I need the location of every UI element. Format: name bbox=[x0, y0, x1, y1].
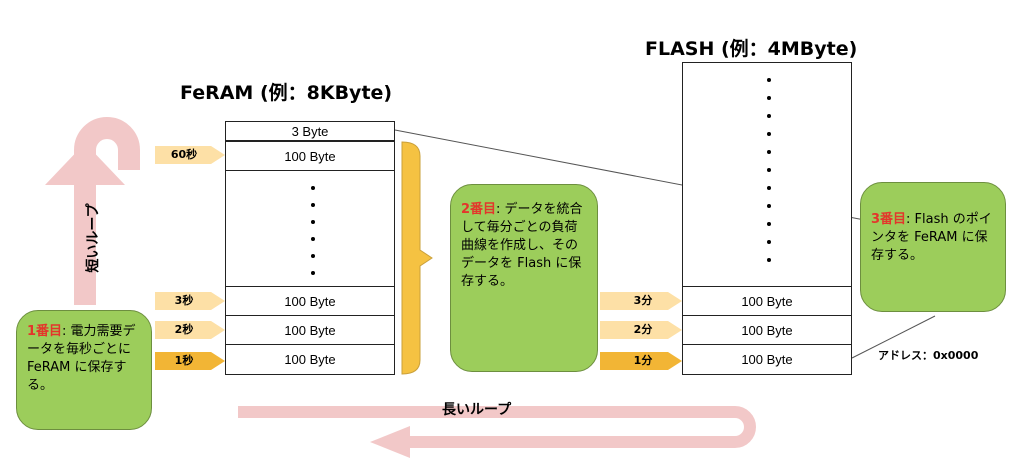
arrow-2s-label: 2秒 bbox=[174, 323, 194, 336]
ellipsis-dot bbox=[767, 132, 771, 136]
arrow-1m: 1分 bbox=[600, 352, 682, 370]
arrow-2m: 2分 bbox=[600, 321, 682, 339]
flash-cell-2m: 100 Byte bbox=[682, 315, 852, 345]
step1-highlight: 1番目 bbox=[27, 324, 63, 339]
long-loop-label: 長いループ bbox=[442, 402, 512, 418]
ellipsis-dot bbox=[767, 150, 771, 154]
ellipsis-dot bbox=[767, 168, 771, 172]
step3-note: 3番目: Flash のポインタを FeRAM に保存する。 bbox=[860, 182, 1006, 312]
arrow-3s-label: 3秒 bbox=[174, 294, 194, 307]
flash-cell-1m: 100 Byte bbox=[682, 344, 852, 375]
flash-cell-3m: 100 Byte bbox=[682, 286, 852, 316]
step1-text: : 電力需要データを毎秒ごとに FeRAM に保存する。 bbox=[27, 324, 136, 393]
ellipsis-dot bbox=[311, 220, 315, 224]
step2-note: 2番目: データを統合して毎分ごとの負荷曲線を作成し、そのデータを Flash … bbox=[450, 184, 598, 372]
ellipsis-dot bbox=[767, 96, 771, 100]
address-line bbox=[851, 315, 936, 359]
arrow-3m-label: 3分 bbox=[633, 294, 653, 307]
arrow-2m-label: 2分 bbox=[633, 323, 653, 336]
arrow-3s: 3秒 bbox=[155, 292, 225, 310]
integration-brace bbox=[401, 141, 433, 375]
ellipsis-dot bbox=[767, 186, 771, 190]
step2-highlight: 2番目 bbox=[461, 202, 497, 217]
feram-cell-3s: 100 Byte bbox=[225, 286, 395, 316]
flash-address-label: アドレス：0x0000 bbox=[878, 349, 979, 362]
feram-cell-2s: 100 Byte bbox=[225, 315, 395, 345]
flash-title: FLASH (例：4MByte) bbox=[645, 38, 858, 60]
feram-cell-1s: 100 Byte bbox=[225, 344, 395, 375]
long-loop-arrow bbox=[238, 406, 756, 448]
step1-note: 1番目: 電力需要データを毎秒ごとに FeRAM に保存する。 bbox=[16, 310, 152, 430]
short-loop-arrow bbox=[74, 117, 140, 305]
step3-text: : Flash のポインタを FeRAM に保存する。 bbox=[871, 212, 992, 263]
arrow-60s-label: 60秒 bbox=[170, 148, 198, 161]
ellipsis-dot bbox=[767, 204, 771, 208]
ellipsis-dot bbox=[767, 240, 771, 244]
ellipsis-dot bbox=[311, 254, 315, 258]
step2-text: : データを統合して毎分ごとの負荷曲線を作成し、そのデータを Flash に保存… bbox=[461, 202, 583, 289]
arrow-60s: 60秒 bbox=[155, 146, 225, 164]
feram-pointer-cell: 3 Byte bbox=[225, 121, 395, 141]
long-loop-arrowhead bbox=[370, 426, 410, 458]
short-loop-label: 短いループ bbox=[85, 203, 102, 273]
arrow-3m: 3分 bbox=[600, 292, 682, 310]
arrow-1s-label: 1秒 bbox=[174, 354, 194, 367]
ellipsis-dot bbox=[311, 237, 315, 241]
ellipsis-dot bbox=[311, 203, 315, 207]
step3-highlight: 3番目 bbox=[871, 212, 907, 227]
ellipsis-dot bbox=[767, 114, 771, 118]
arrow-1s: 1秒 bbox=[155, 352, 225, 370]
ellipsis-dot bbox=[767, 222, 771, 226]
short-loop-arrowhead bbox=[45, 143, 125, 185]
feram-cell-60s: 100 Byte bbox=[225, 141, 395, 171]
ellipsis-dot bbox=[767, 258, 771, 262]
arrow-1m-label: 1分 bbox=[633, 354, 653, 367]
ellipsis-dot bbox=[311, 186, 315, 190]
arrow-2s: 2秒 bbox=[155, 321, 225, 339]
ellipsis-dot bbox=[311, 271, 315, 275]
feram-title: FeRAM (例：8KByte) bbox=[180, 82, 393, 104]
ellipsis-dot bbox=[767, 78, 771, 82]
